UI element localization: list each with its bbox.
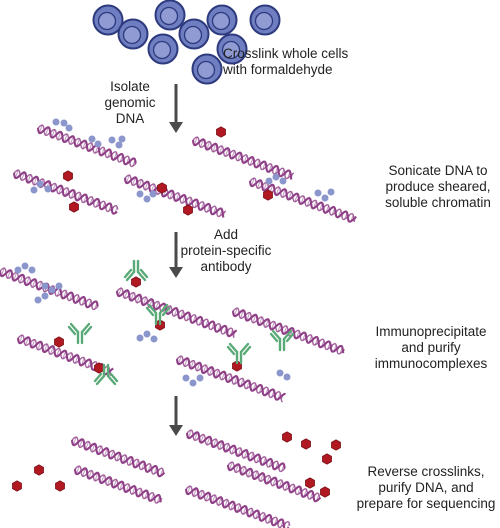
dna-fragment-icon — [191, 136, 295, 180]
histone-icon — [28, 266, 36, 274]
histone-icon — [143, 330, 151, 338]
target-protein-icon — [331, 439, 341, 451]
target-protein-icon — [69, 201, 79, 213]
dna-fragment-icon — [36, 124, 137, 168]
histone-icon — [196, 374, 204, 382]
down-arrow-icon — [169, 84, 183, 133]
cell-icon — [249, 4, 281, 36]
cell-icon — [178, 18, 210, 50]
label-isolate: Isolate genomic DNA — [104, 79, 156, 126]
histone-icon — [48, 286, 56, 294]
histone-icon — [115, 141, 123, 149]
label-reverse-crosslinks: Reverse crosslinks, purify DNA, and prep… — [356, 464, 496, 511]
histone-icon — [36, 180, 44, 188]
dna-fragment-icon — [231, 307, 346, 355]
histone-icon — [276, 369, 284, 377]
histone-icon — [34, 296, 42, 304]
histone-icon — [272, 173, 280, 181]
dna-fragment-icon — [12, 169, 119, 215]
histone-icon — [283, 373, 291, 381]
down-arrow-icon — [169, 232, 183, 278]
target-protein-icon — [263, 189, 273, 201]
target-protein-icon — [183, 204, 193, 216]
histone-icon — [327, 188, 335, 196]
target-protein-icon — [157, 182, 167, 194]
dna-fragment-icon — [185, 429, 286, 473]
target-protein-icon — [282, 431, 292, 443]
cell-icon — [206, 4, 238, 36]
antibody-icon — [226, 342, 252, 365]
histone-icon — [136, 190, 144, 198]
histone-icon — [88, 135, 96, 143]
dna-fragment-icon — [248, 177, 357, 223]
histone-icon — [44, 185, 52, 193]
label-immunoprecipitate: Immunoprecipitate and purify immunocompl… — [374, 324, 488, 371]
histone-icon — [52, 118, 60, 126]
target-protein-icon — [54, 336, 64, 348]
histone-icon — [321, 194, 329, 202]
histone-icon — [136, 334, 144, 342]
histone-icon — [143, 195, 151, 203]
target-protein-icon — [216, 126, 226, 138]
histone-icon — [189, 379, 197, 387]
cell-icon — [117, 18, 149, 50]
histone-icon — [118, 135, 126, 143]
label-add-antibody: Add protein-specific antibody — [180, 227, 272, 274]
histone-icon — [94, 140, 102, 148]
histone-icon — [149, 190, 157, 198]
antibody-icon — [93, 363, 119, 386]
cell-icon — [154, 0, 186, 31]
dna-fragment-icon — [184, 485, 291, 528]
histone-icon — [21, 262, 29, 270]
down-arrow-icon — [169, 396, 183, 436]
antibody-icon — [269, 329, 295, 352]
histone-icon — [60, 119, 68, 127]
target-protein-icon — [63, 170, 73, 182]
dna-fragment-icon — [175, 355, 286, 403]
histone-icon — [41, 282, 49, 290]
dna-fragment-icon — [115, 287, 238, 339]
cell-icon — [191, 53, 223, 85]
target-protein-icon — [301, 438, 311, 450]
target-protein-icon — [320, 486, 330, 498]
histone-icon — [314, 189, 322, 197]
histone-icon — [65, 124, 73, 132]
cell-icon — [147, 33, 179, 65]
target-protein-icon — [34, 464, 44, 476]
label-sonicate: Sonicate DNA to produce sheared, soluble… — [385, 163, 491, 210]
histone-icon — [55, 282, 63, 290]
histone-icon — [279, 177, 287, 185]
target-protein-icon — [305, 477, 315, 489]
cell-icon — [216, 33, 248, 65]
target-protein-icon — [94, 362, 104, 374]
histone-icon — [108, 136, 116, 144]
dna-fragment-icon — [70, 436, 166, 478]
histone-icon — [182, 374, 190, 382]
histone-icon — [150, 335, 158, 343]
histone-icon — [41, 292, 49, 300]
dna-fragment-icon — [73, 465, 163, 504]
target-protein-icon — [12, 480, 22, 492]
label-crosslink: Crosslink whole cells with formaldehyde — [223, 46, 349, 77]
target-protein-icon — [55, 480, 65, 492]
histone-icon — [14, 266, 22, 274]
dna-fragment-icon — [226, 461, 322, 503]
antibody-icon — [145, 303, 171, 326]
histone-icon — [265, 177, 273, 185]
cell-icon — [92, 4, 124, 36]
histone-icon — [30, 186, 38, 194]
antibody-icon — [123, 259, 149, 282]
target-protein-icon — [322, 453, 332, 465]
target-protein-icon — [131, 276, 141, 288]
antibody-icon — [67, 322, 93, 345]
